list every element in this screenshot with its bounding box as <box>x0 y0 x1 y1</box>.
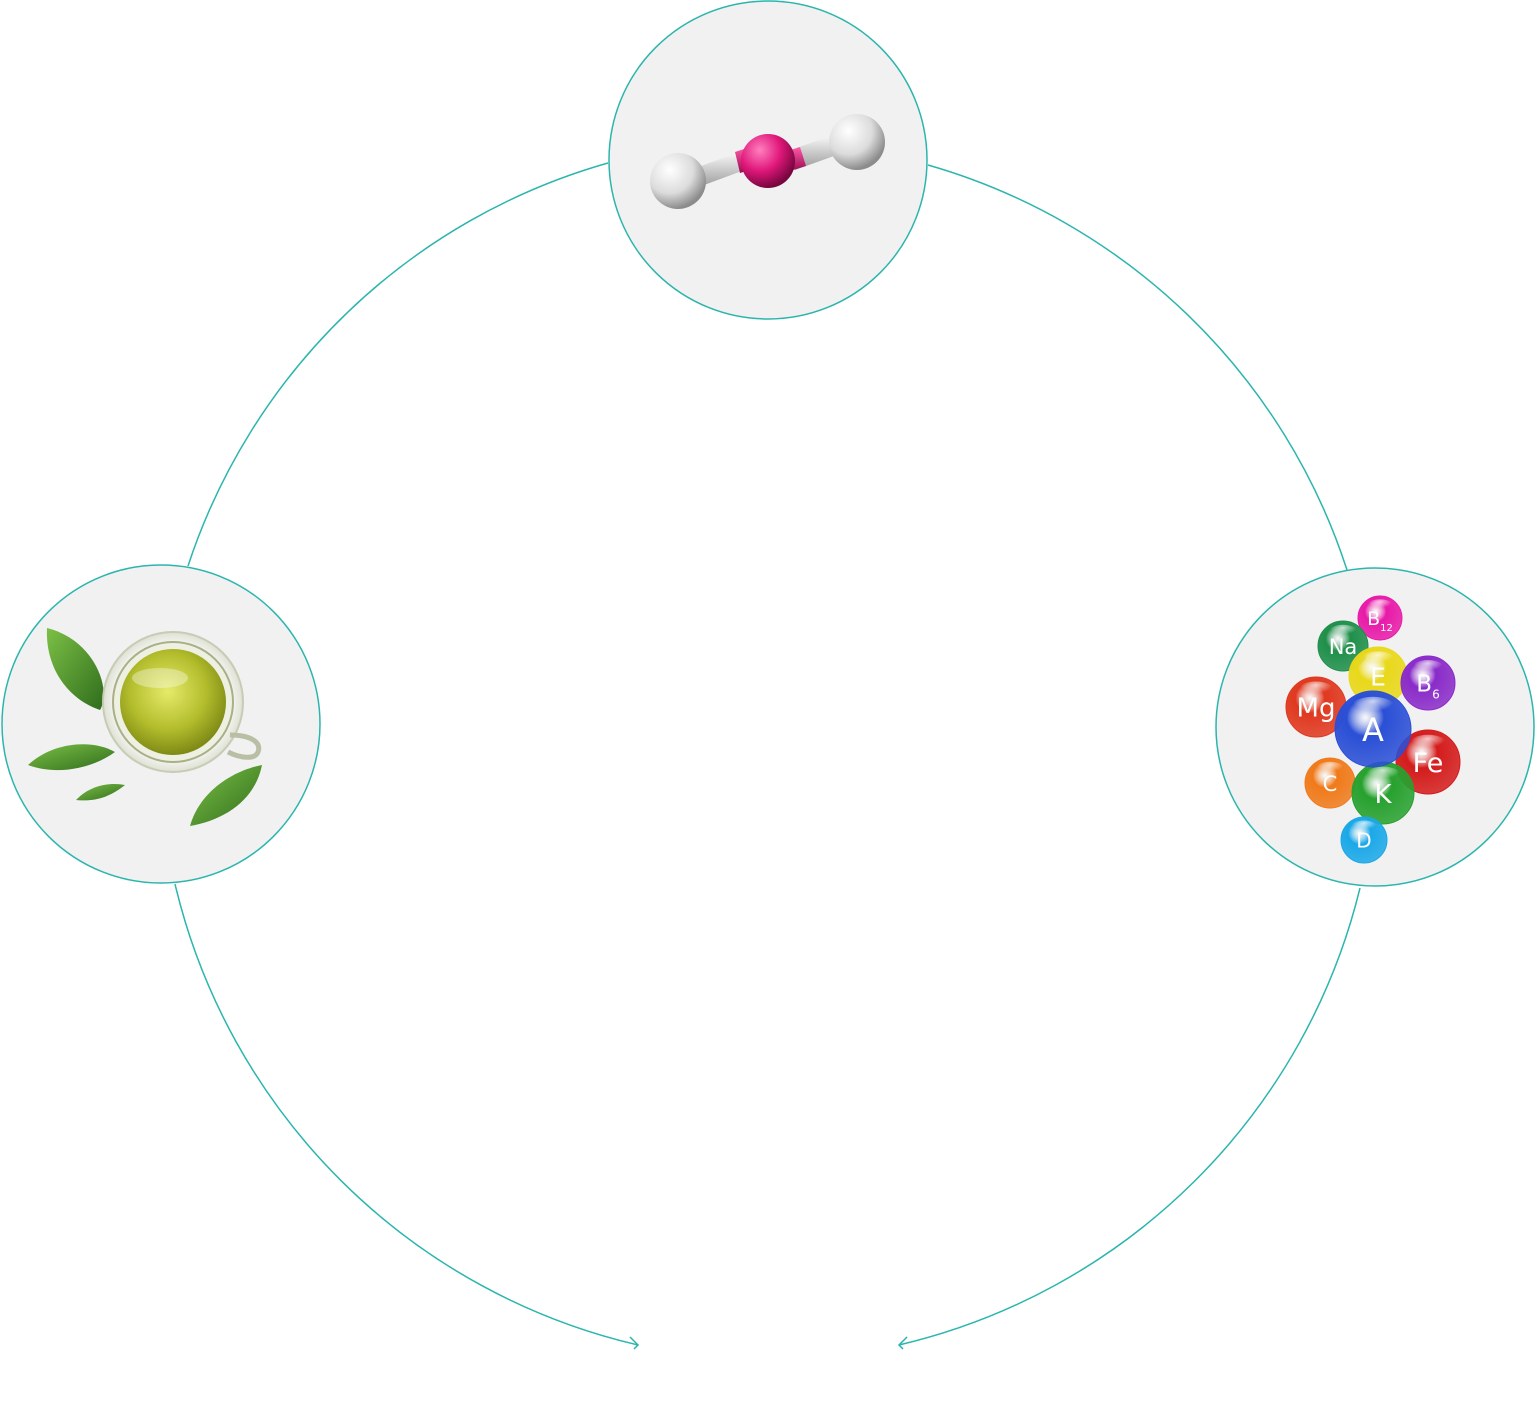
molecule-icon <box>650 114 885 209</box>
arc-bottom-left <box>174 883 639 1346</box>
vitamin-ball: E <box>1348 646 1408 706</box>
vitamin-ball: A <box>1334 690 1412 768</box>
arrowhead-right <box>897 1336 908 1350</box>
vitamin-symbol: K <box>1374 780 1392 810</box>
vitamin-symbol: A <box>1362 711 1384 749</box>
vitamin-subscript: 6 <box>1432 688 1440 702</box>
vitamin-ball: Mg <box>1285 676 1347 738</box>
vitamin-ball: C <box>1304 757 1356 809</box>
vitamin-symbol: C <box>1323 772 1338 796</box>
node-green-tea <box>1 564 321 884</box>
vitamin-symbol: E <box>1370 662 1386 691</box>
vitamin-ball: Fe <box>1395 729 1461 795</box>
vitamin-ball: B6 <box>1400 655 1456 711</box>
arc-bottom-right <box>898 887 1361 1346</box>
arc-top-left <box>187 162 609 567</box>
vitamin-ball: B12 <box>1357 595 1403 641</box>
arc-top-right <box>927 164 1348 571</box>
vitamin-symbol: Mg <box>1297 694 1336 724</box>
arrowhead-left <box>629 1336 640 1350</box>
vitamin-symbol: D <box>1356 828 1371 852</box>
vitamin-symbol: Na <box>1329 635 1358 659</box>
vitamin-ball: D <box>1340 816 1388 864</box>
vitamin-symbol: Fe <box>1413 748 1444 779</box>
vitamin-ball: K <box>1351 761 1415 825</box>
node-molecule <box>608 0 928 320</box>
vitamin-subscript: 12 <box>1380 623 1393 634</box>
green-tea-icon <box>28 628 262 826</box>
